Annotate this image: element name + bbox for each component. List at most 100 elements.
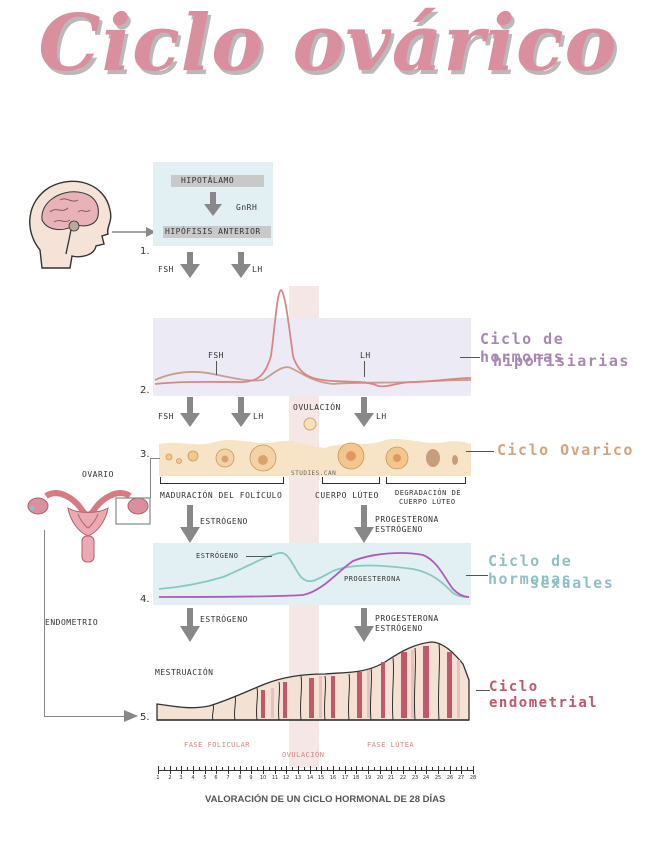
step-number-1: 1.	[140, 246, 150, 257]
day-minor-tick	[187, 767, 188, 771]
gnrh-label: GnRH	[236, 203, 258, 212]
arrow-down-icon	[231, 397, 251, 427]
day-minor-tick	[409, 767, 410, 771]
day-minor-tick	[234, 767, 235, 771]
pituitary-label-bg	[163, 226, 271, 238]
leader-line	[216, 361, 217, 375]
ovulation-label: OVULACIÓN	[293, 403, 341, 412]
day-tick-label: 3	[179, 775, 183, 781]
endometrium-layer	[156, 641, 470, 721]
day-tick-label: 5	[203, 775, 207, 781]
day-tick	[438, 766, 439, 774]
day-tick	[473, 766, 474, 774]
progesterone-curve-label: PROGESTERONA	[344, 575, 401, 583]
day-tick-label: 20	[376, 775, 384, 781]
day-minor-tick	[421, 767, 422, 771]
day-tick	[251, 766, 252, 774]
ovary-watermark: STUDIES.CAN	[291, 470, 337, 477]
day-minor-tick	[339, 767, 340, 771]
day-tick-label: 27	[457, 775, 465, 781]
menstruation-label: MESTRUACIÓN	[155, 668, 214, 677]
hypothalamus-label-bg	[171, 175, 264, 187]
day-minor-tick	[362, 767, 363, 771]
step-number-2: 2.	[140, 385, 150, 396]
day-tick	[205, 766, 206, 774]
pituitary-cycle-label-1: Ciclo de hormonas	[480, 330, 565, 366]
day-tick-label: 19	[364, 775, 372, 781]
day-tick-label: 28	[469, 775, 477, 781]
day-minor-tick	[456, 767, 457, 771]
corpus-label: CUERPO LÚTEO	[315, 491, 379, 500]
day-tick	[263, 766, 264, 774]
pituitary-hormone-curves	[154, 288, 472, 388]
pituitary-label: HIPÓFISIS ANTERIOR	[165, 227, 261, 236]
ovary-label: OVARIO	[82, 470, 114, 479]
arrow-down-icon	[180, 505, 200, 543]
maturation-label: MADURACIÓN DEL FOLÍCULO	[160, 491, 283, 500]
day-tick-label: 12	[282, 775, 290, 781]
day-minor-tick	[304, 767, 305, 771]
estrogen-curve	[158, 552, 470, 598]
lh-curve-label: LH	[360, 351, 371, 360]
arrow-down-icon	[231, 252, 251, 278]
pituitary-hormone-band	[153, 318, 471, 396]
arrow-right-icon	[124, 710, 138, 722]
day-tick-label: 4	[191, 775, 195, 781]
day-tick	[275, 766, 276, 774]
arrow-down-icon	[180, 608, 200, 642]
estrogen-label-4: ESTRÓGENO	[375, 624, 423, 633]
leader-line	[246, 556, 272, 557]
day-minor-tick	[467, 767, 468, 771]
connector-line-vertical	[44, 530, 45, 716]
arrow-down-icon	[354, 608, 374, 642]
day-scale-line	[158, 770, 473, 771]
day-tick	[415, 766, 416, 774]
day-tick	[356, 766, 357, 774]
day-tick-label: 6	[214, 775, 218, 781]
day-tick-label: 24	[422, 775, 430, 781]
ovary-zoom-line-h	[150, 458, 160, 459]
estrogen-label-2: ESTRÓGENO	[375, 525, 423, 534]
leader-line	[364, 361, 365, 377]
day-tick	[380, 766, 381, 774]
day-tick-label: 15	[317, 775, 325, 781]
day-tick	[193, 766, 194, 774]
day-tick	[216, 766, 217, 774]
sex-hormone-curves	[158, 552, 470, 598]
day-tick	[450, 766, 451, 774]
arrow-down-icon	[354, 397, 374, 427]
connector-line	[476, 690, 490, 691]
day-tick	[345, 766, 346, 774]
ovarian-cycle-label: Ciclo Ovarico	[497, 441, 634, 459]
day-tick-label: 25	[434, 775, 442, 781]
ovulated-egg-icon	[303, 417, 317, 431]
day-minor-tick	[327, 767, 328, 771]
day-tick-label: 22	[399, 775, 407, 781]
day-minor-tick	[386, 767, 387, 771]
day-tick-label: 7	[226, 775, 230, 781]
step-number-5: 5.	[140, 712, 150, 723]
maturation-bracket	[160, 477, 284, 484]
fsh-curve-label: FSH	[208, 351, 224, 360]
day-tick-label: 2	[168, 775, 172, 781]
day-minor-tick	[211, 767, 212, 771]
arrow-down-icon	[354, 505, 374, 543]
day-minor-tick	[444, 767, 445, 771]
phase-ovulation-label: OVULACIÓN	[282, 751, 325, 759]
connector-line-horizontal	[44, 716, 128, 717]
sex-cycle-label-2: sexuales	[530, 574, 615, 592]
connector-line	[466, 451, 494, 452]
day-tick	[426, 766, 427, 774]
progesterone-label-1: PROGESTERONA	[375, 515, 439, 524]
connector-line	[460, 357, 480, 358]
day-tick	[310, 766, 311, 774]
day-minor-tick	[432, 767, 433, 771]
day-minor-tick	[374, 767, 375, 771]
endometrial-cycle-label: Ciclo endometrial	[489, 679, 599, 711]
day-tick	[286, 766, 287, 774]
day-tick	[461, 766, 462, 774]
degradation-bracket	[386, 477, 466, 484]
day-tick	[170, 766, 171, 774]
degradation-label-2: CUERPO LÚTEO	[399, 498, 456, 506]
phase-luteal-label: FASE LÚTEA	[367, 741, 415, 749]
